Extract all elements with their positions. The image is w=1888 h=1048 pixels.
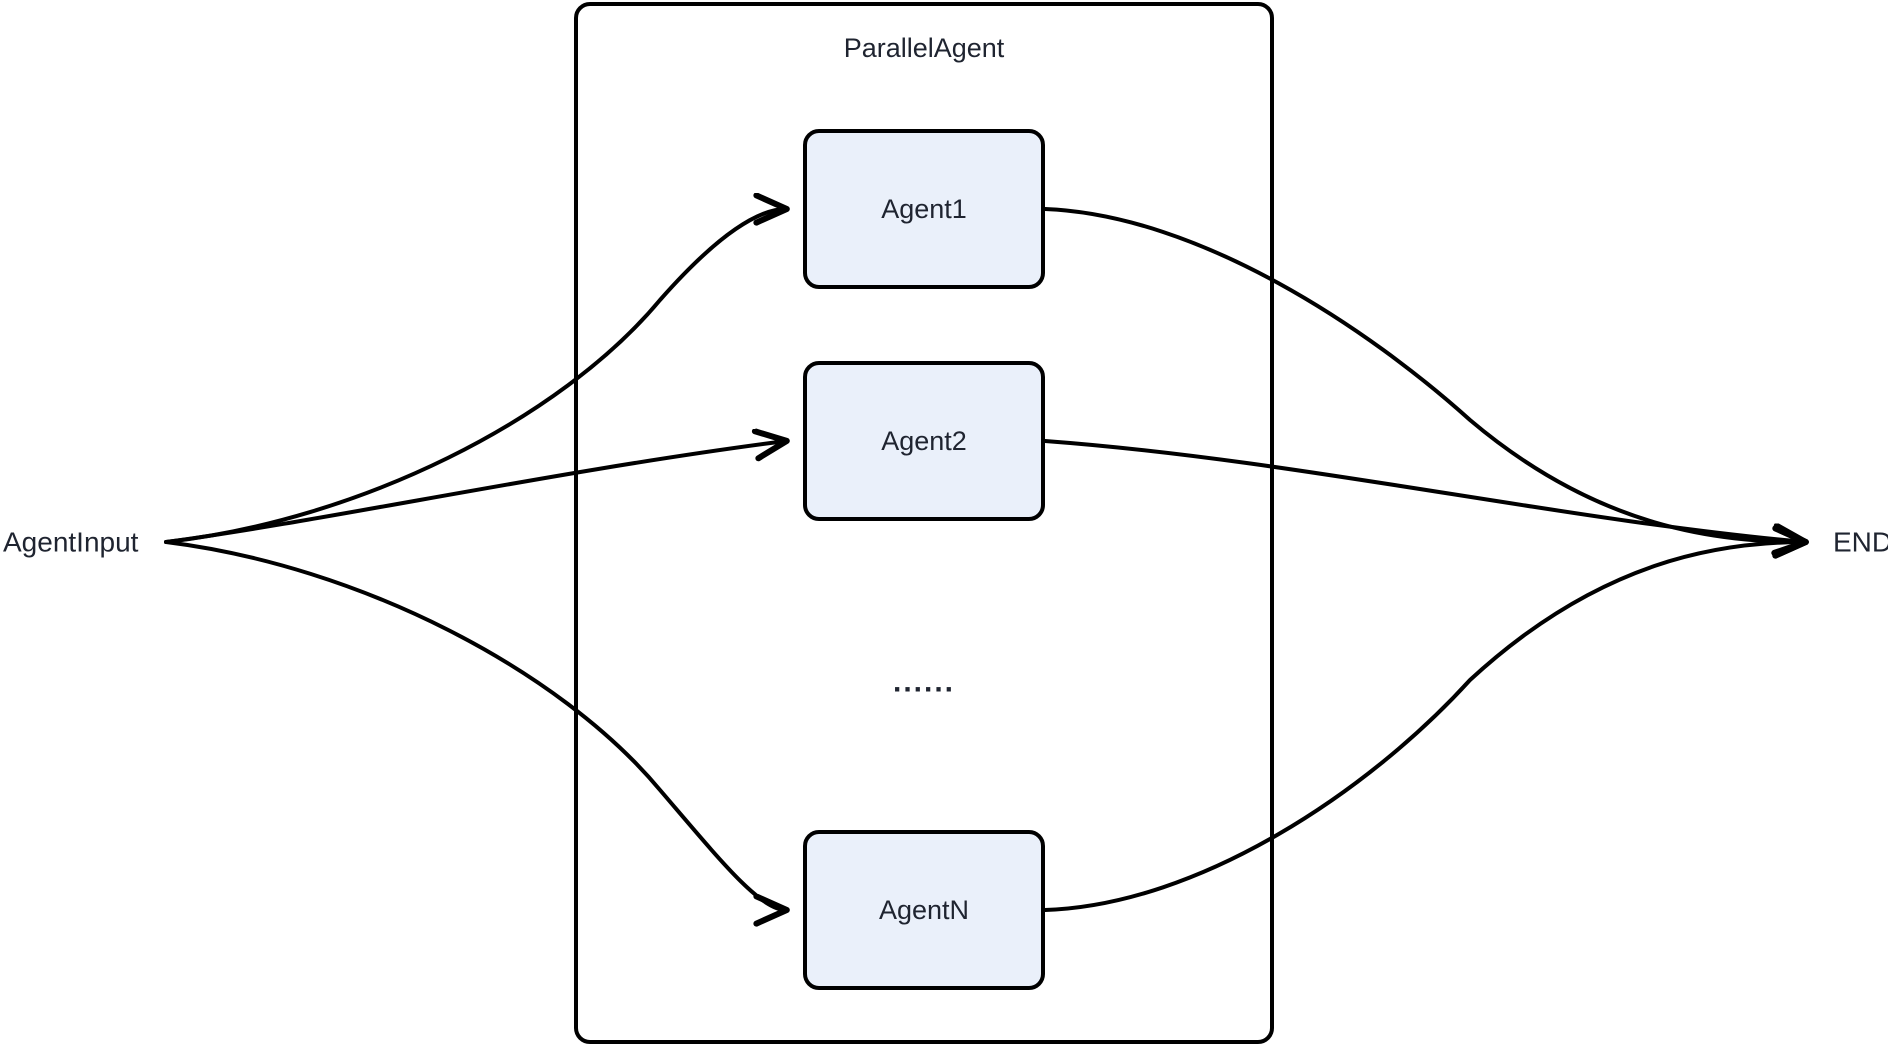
node-agent1[interactable] <box>803 129 1045 289</box>
edge-agent1-to-end <box>1043 207 1805 542</box>
edge-input-to-agent1 <box>164 209 786 544</box>
parallel-agent-group-title: ParallelAgent <box>844 33 1005 63</box>
node-agentn-label: AgentN <box>879 895 969 925</box>
edge-agentn-to-end <box>1043 542 1805 912</box>
endpoint-end-label: END <box>1833 527 1888 558</box>
node-agentn[interactable] <box>803 830 1045 990</box>
endpoint-agent-input-label: AgentInput <box>3 527 139 558</box>
node-agent1-label: Agent1 <box>881 194 967 224</box>
edge-agent2-to-end <box>1043 439 1805 542</box>
parallel-agent-group-box <box>574 2 1274 1044</box>
edge-input-to-agentn <box>164 540 786 910</box>
edge-input-to-agent2 <box>164 441 786 544</box>
node-agent2-label: Agent2 <box>881 426 967 456</box>
node-ellipsis-label: ...... <box>893 666 955 699</box>
node-agent2[interactable] <box>803 361 1045 521</box>
